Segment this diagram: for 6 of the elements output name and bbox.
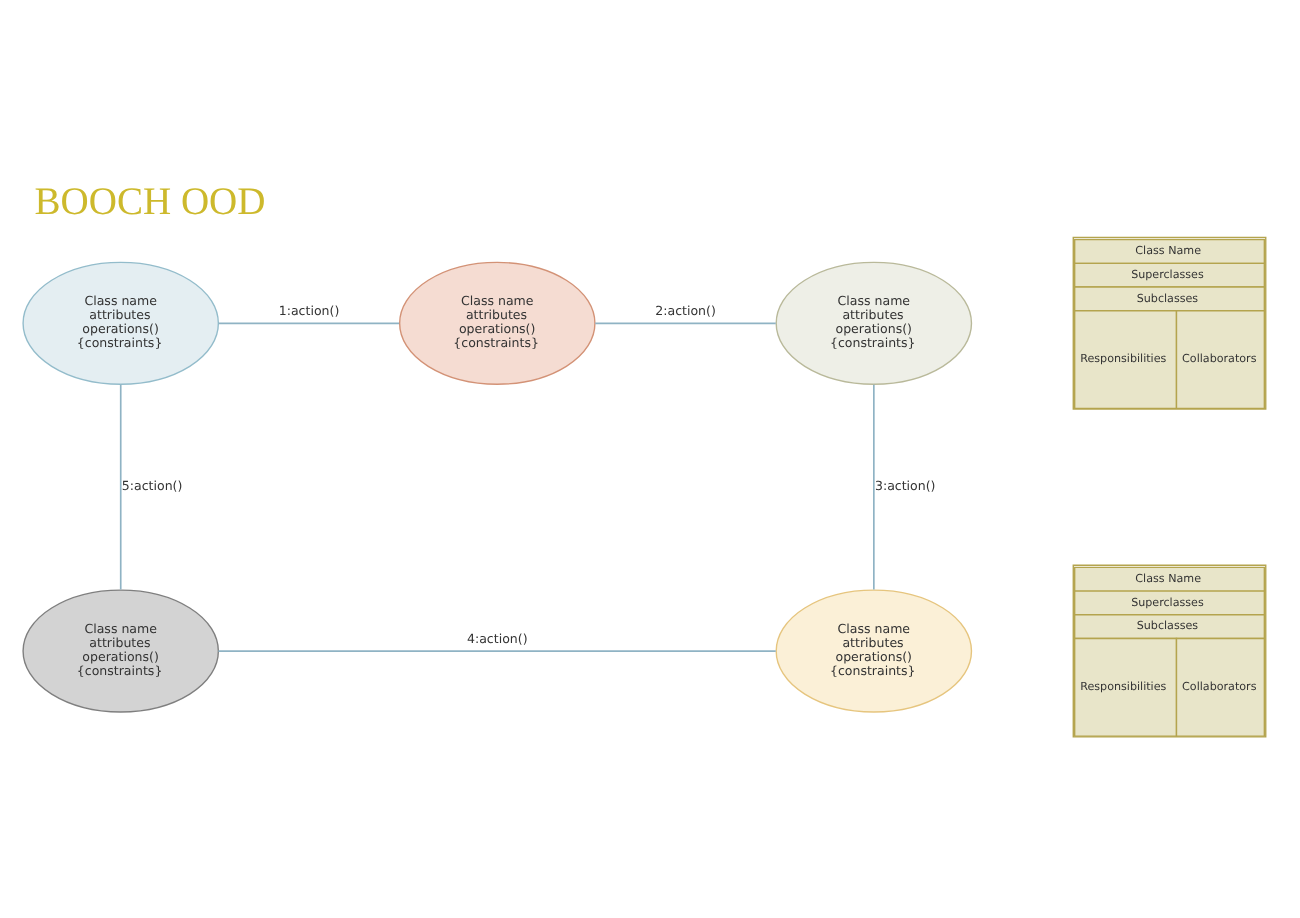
diagram-title: BOOCH OOD (34, 181, 266, 224)
connector (873, 382, 875, 590)
connector (594, 321, 777, 324)
connector (217, 649, 777, 651)
connector (119, 382, 122, 590)
connector (217, 321, 400, 324)
